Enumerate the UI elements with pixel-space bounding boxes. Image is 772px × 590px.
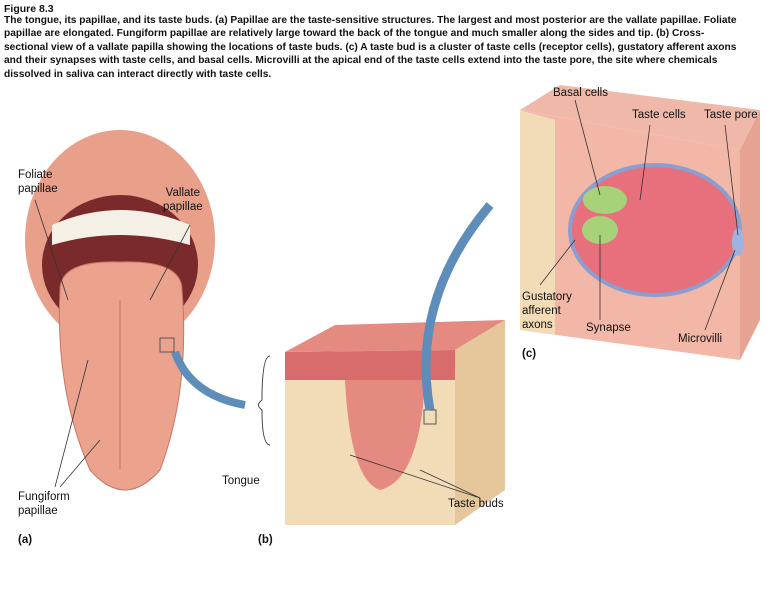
microvilli-label: Microvilli — [678, 333, 723, 345]
arrow-a-to-b — [171, 350, 246, 409]
vallate-papillae-label: Vallate papillae — [163, 186, 203, 214]
label-line: papillae — [163, 201, 203, 213]
leader-lines — [34, 99, 739, 499]
label-line: Foliate — [18, 169, 53, 181]
foliate-papillae-label: Foliate papillae — [18, 168, 58, 196]
synapse-label: Synapse — [586, 322, 631, 334]
panel-c-label: (c) — [522, 348, 537, 360]
figure-title: Figure 8.3 — [4, 3, 54, 15]
gustatory-afferent-axons-label: Gustatory afferent axons — [522, 290, 572, 332]
taste-cells-label: Taste cells — [632, 109, 686, 121]
tongue-label: Tongue — [222, 475, 260, 487]
basal-cells-label: Basal cells — [553, 87, 608, 99]
label-line: Vallate — [165, 187, 200, 199]
arrow-b-to-c — [421, 202, 494, 411]
label-line: Gustatory — [522, 291, 572, 303]
vallate-block-illustration — [285, 320, 505, 525]
panel-b-label: (b) — [258, 534, 273, 546]
taste-buds-label: Taste buds — [448, 498, 504, 510]
label-line: Fungiform — [18, 491, 70, 503]
label-line: axons — [522, 319, 553, 331]
label-line: papillae — [18, 505, 58, 517]
tongue-illustration — [25, 130, 215, 491]
tongue-bracket — [258, 355, 271, 446]
panel-a-label: (a) — [18, 534, 33, 546]
taste-pore-label: Taste pore — [704, 109, 758, 121]
label-line: afferent — [522, 305, 561, 317]
figure-caption: The tongue, its papillae, and its taste … — [4, 15, 737, 80]
fungiform-papillae-label: Fungiform papillae — [18, 490, 70, 518]
taste-bud-illustration — [520, 85, 760, 360]
label-line: papillae — [18, 183, 58, 195]
